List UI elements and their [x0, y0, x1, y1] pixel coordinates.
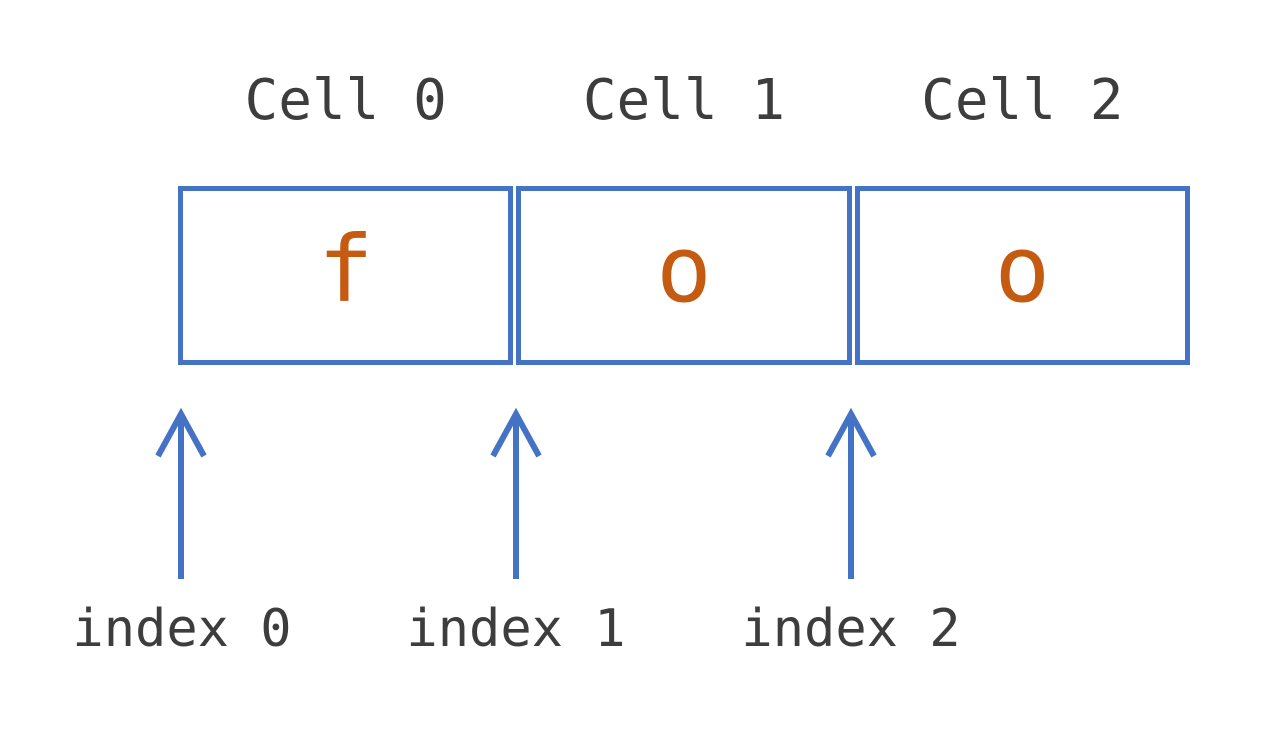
- array-cells-box: f o o: [178, 186, 1190, 365]
- cell-label-2: Cell 2: [921, 68, 1124, 133]
- up-arrow-icon: [490, 407, 542, 579]
- cell-label-0: Cell 0: [244, 68, 447, 133]
- index-label-1: index 1: [406, 599, 626, 659]
- array-cell-2: o: [854, 186, 1190, 365]
- cell-value-2: o: [994, 215, 1051, 323]
- index-label-0: index 0: [72, 599, 292, 659]
- cell-value-0: f: [317, 215, 374, 323]
- cell-value-1: o: [656, 215, 712, 323]
- cell-labels-row: Cell 0 Cell 1 Cell 2: [178, 72, 1190, 130]
- array-cell-1: o: [516, 186, 852, 365]
- index-label-2: index 2: [741, 599, 961, 659]
- up-arrow-icon: [825, 407, 877, 579]
- array-cell-0: f: [178, 186, 514, 365]
- up-arrow-icon: [155, 407, 207, 579]
- cell-label-1: Cell 1: [582, 68, 786, 133]
